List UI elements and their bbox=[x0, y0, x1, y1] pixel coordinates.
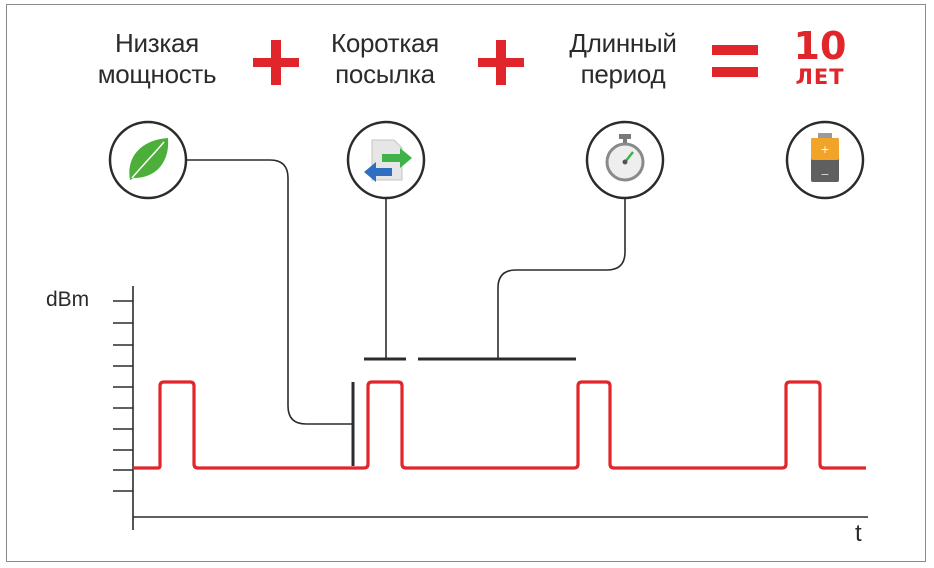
equals-operator bbox=[712, 45, 758, 77]
result-years: 10 ЛЕТ bbox=[780, 26, 860, 88]
term-short-packet-line2: посылка bbox=[335, 59, 435, 89]
connector-low-power bbox=[186, 159, 352, 425]
term-low-power-line2: мощность bbox=[97, 59, 217, 89]
x-axis-label: t bbox=[855, 520, 862, 547]
svg-text:−: − bbox=[820, 168, 829, 181]
diagram-frame bbox=[6, 4, 926, 562]
term-short-packet: Короткая посылка bbox=[290, 28, 480, 90]
term-low-power-line1: Низкая bbox=[115, 28, 199, 58]
battery-icon: + − bbox=[785, 120, 865, 200]
result-value: 10 bbox=[793, 24, 847, 68]
y-axis-label: dBm bbox=[46, 288, 90, 311]
y-axis-ticks bbox=[113, 300, 133, 492]
data-transfer-icon bbox=[346, 120, 426, 200]
plus-operator-2 bbox=[478, 40, 524, 85]
term-long-period-line2: период bbox=[580, 59, 666, 89]
result-unit: ЛЕТ bbox=[795, 65, 845, 89]
svg-text:+: + bbox=[820, 143, 829, 156]
plus-operator-1 bbox=[253, 40, 299, 85]
term-low-power: Низкая мощность bbox=[62, 28, 252, 90]
signal-waveform bbox=[133, 380, 866, 470]
term-long-period: Длинный период bbox=[528, 28, 718, 90]
connector-long-period bbox=[497, 198, 626, 358]
term-short-packet-line1: Короткая bbox=[331, 28, 439, 58]
stopwatch-icon bbox=[585, 120, 665, 200]
term-long-period-line1: Длинный bbox=[569, 28, 677, 58]
leaf-icon bbox=[108, 120, 188, 200]
